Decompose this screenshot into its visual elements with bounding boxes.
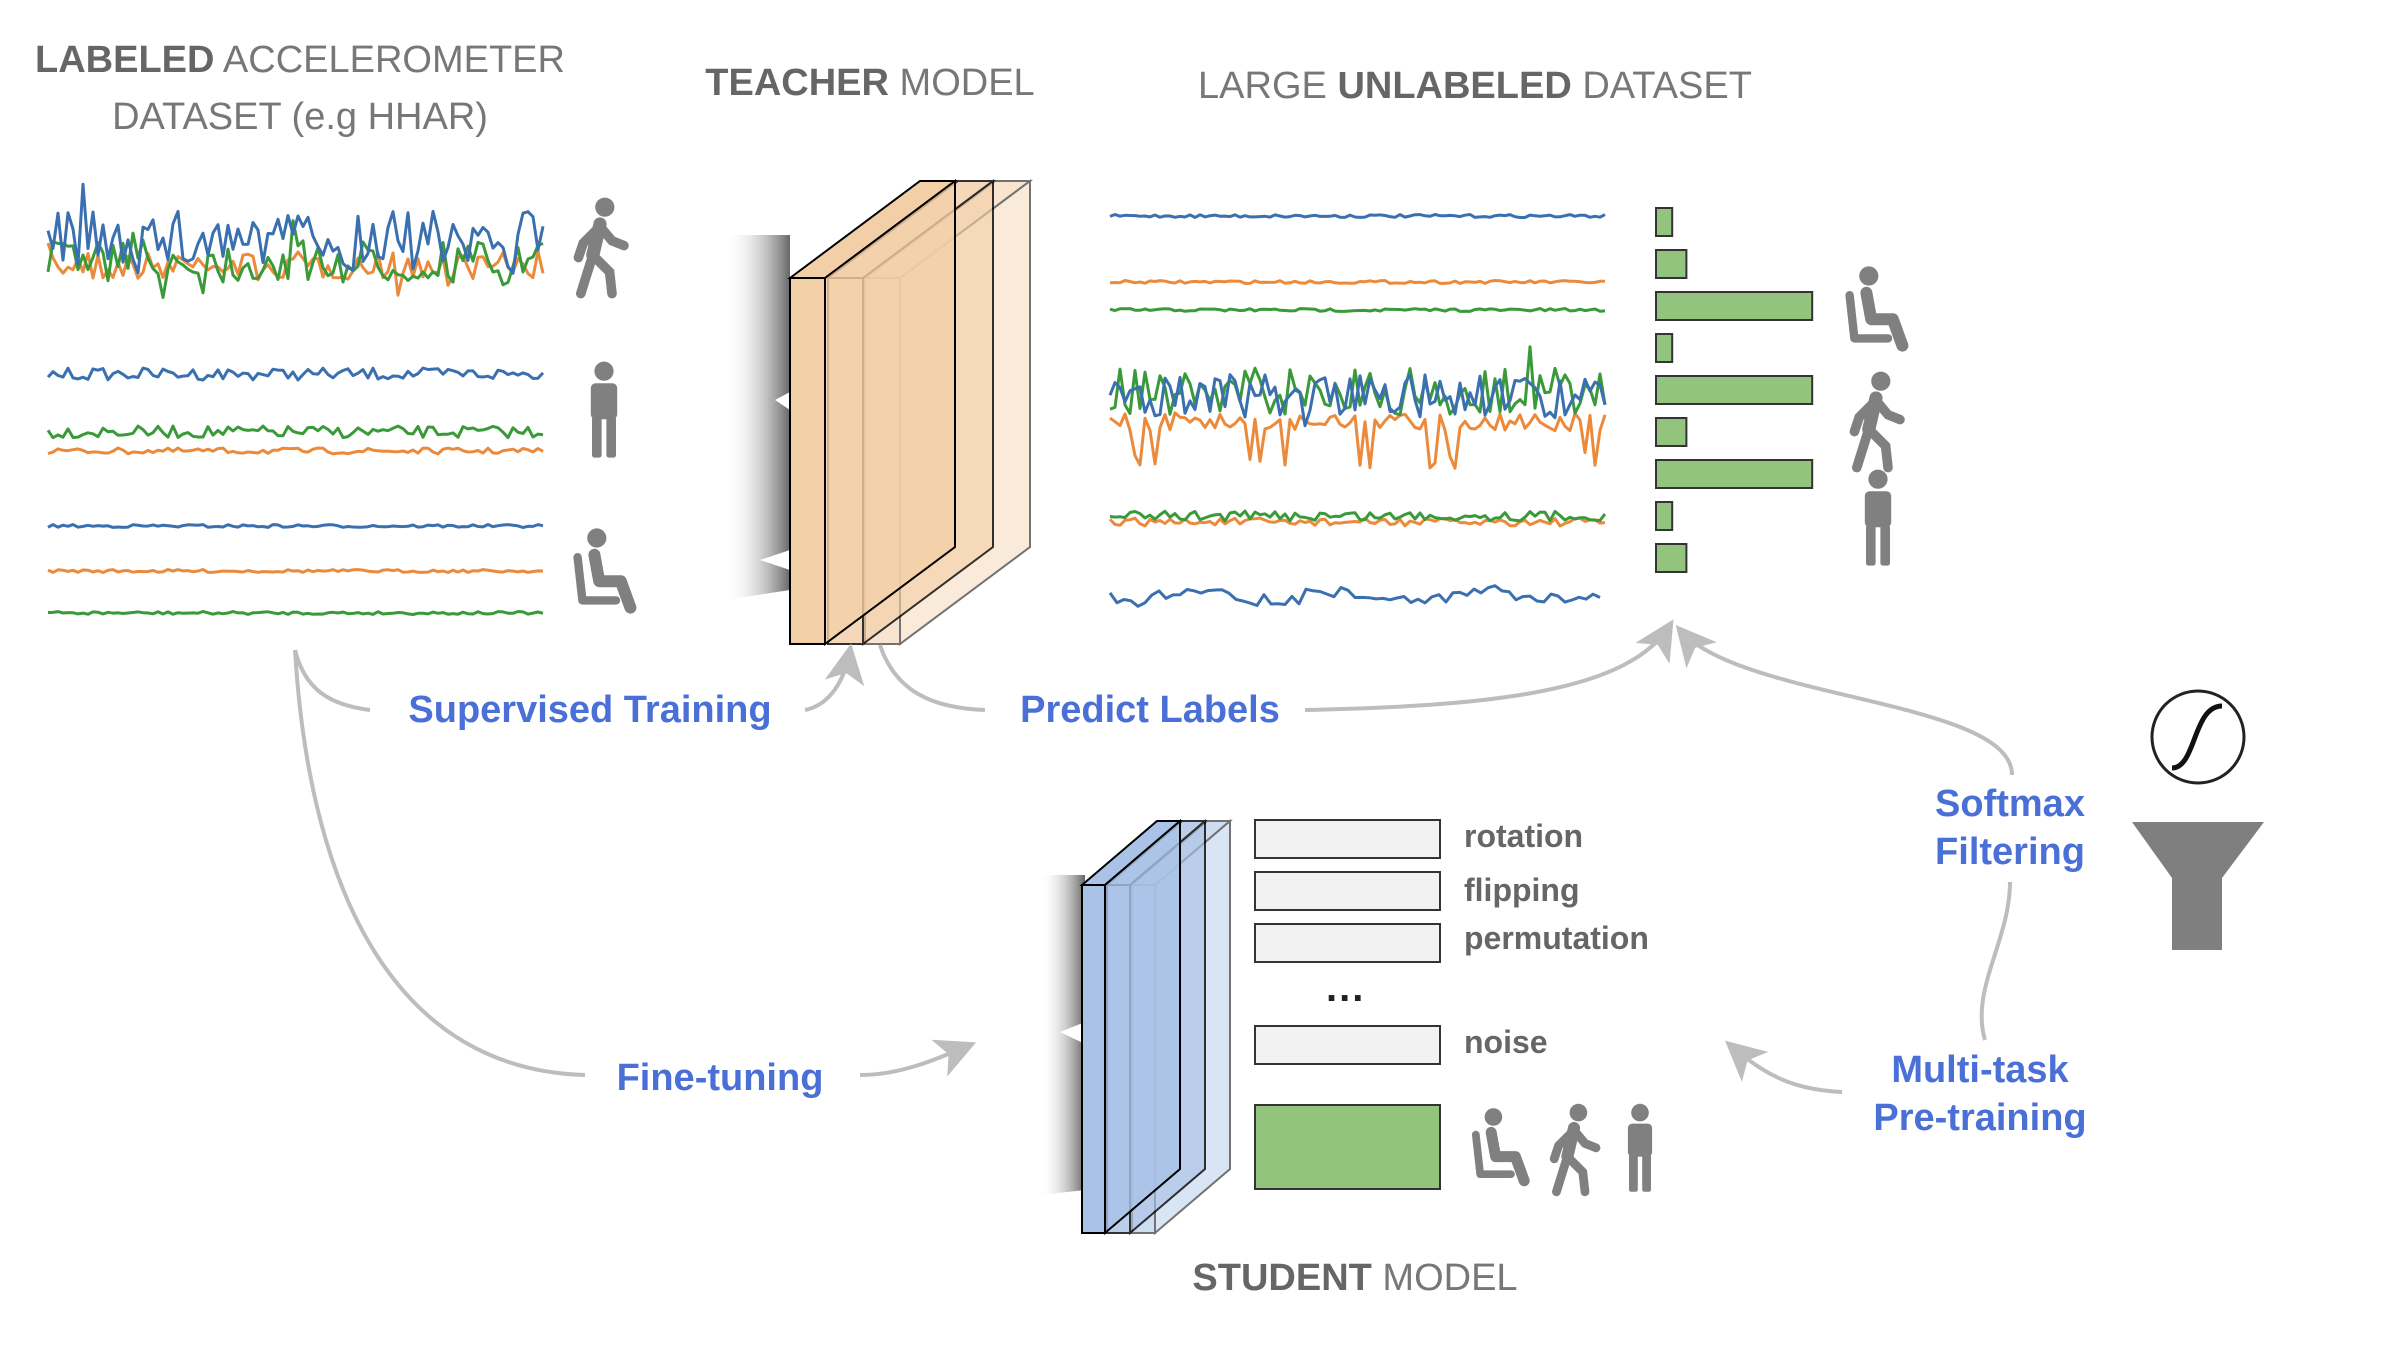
- sitting-icon: [1845, 266, 1909, 352]
- labeled-title-line2: DATASET (e.g HHAR): [112, 96, 488, 138]
- activity-icons: [573, 197, 1909, 1197]
- sitting-icon: [1471, 1108, 1530, 1187]
- walking-icon: [1849, 371, 1905, 473]
- multitask-line2: Pre-training: [1873, 1097, 2087, 1139]
- student-title-rest: MODEL: [1371, 1257, 1518, 1299]
- trace-sit-orange: [47, 568, 544, 574]
- trace-u3-orange: [1108, 516, 1606, 528]
- student-layer-3: [1079, 818, 1183, 1236]
- softmax-bar-9: [1655, 543, 1688, 573]
- teacher-model-title: TEACHER MODEL: [680, 55, 1060, 112]
- arrow-finetune-out: [859, 1039, 977, 1077]
- supervised-training-label: Supervised Training: [408, 689, 772, 731]
- teacher-shadow: [725, 235, 790, 600]
- softmax-bar-5: [1655, 375, 1814, 405]
- student-shadow: [1040, 875, 1085, 1195]
- arrow-supervised-in: [293, 649, 371, 712]
- unlabeled-title-post: DATASET: [1571, 65, 1752, 107]
- sigmoid-icon: [2150, 689, 2246, 785]
- trace-u4-blue: [1108, 584, 1601, 608]
- trace-sit-green: [47, 610, 544, 616]
- signal-traces: [46, 182, 1607, 616]
- student-title-bold: STUDENT: [1192, 1257, 1372, 1299]
- arrow-predict-in: [878, 644, 986, 712]
- trace-walk-blue: [46, 182, 545, 275]
- softmax-bar-7: [1655, 459, 1814, 489]
- task-label-noise: noise: [1464, 1024, 1548, 1060]
- softmax-filtering-label: Softmax Filtering: [1910, 780, 2110, 876]
- teacher-model: [725, 179, 1034, 646]
- task-label-rotation: rotation: [1464, 818, 1584, 854]
- trace-sit-blue: [47, 523, 544, 529]
- task-box-noise: [1254, 1025, 1441, 1065]
- softmax-bar-6: [1655, 417, 1688, 447]
- teacher-layer-3: [786, 179, 959, 646]
- standing-icon: [1627, 1103, 1653, 1192]
- softmax-line1: Softmax: [1935, 783, 2085, 825]
- trace-u1-green: [1109, 307, 1606, 313]
- arrow-filter-up: [1675, 624, 2014, 776]
- arrow-supervised-out: [804, 643, 865, 712]
- teacher-layers: [786, 179, 1034, 646]
- teacher-notch-bottom: [760, 550, 790, 570]
- task-box-flipping: [1254, 871, 1441, 911]
- task-label-flipping: flipping: [1464, 872, 1580, 908]
- fine-tuning-label: Fine-tuning: [616, 1057, 824, 1099]
- arrow-filter-down: [1979, 881, 2012, 1041]
- multitask-pretraining-label: Multi-task Pre-training: [1850, 1046, 2110, 1142]
- flow-arrows: [293, 619, 2014, 1094]
- trace-stand-green: [46, 424, 544, 440]
- task-boxes: [1254, 819, 1441, 1190]
- student-model: [1040, 818, 1233, 1236]
- softmax-bar-2: [1655, 249, 1688, 279]
- sitting-icon: [573, 528, 637, 614]
- predict-labels-label: Predict Labels: [1020, 689, 1280, 731]
- softmax-line2: Filtering: [1935, 831, 2085, 873]
- student-layers: [1079, 818, 1233, 1236]
- task-ellipsis: ...: [1326, 966, 1366, 1010]
- unlabeled-title-pre: LARGE: [1198, 65, 1338, 107]
- task-box-activity: [1254, 1104, 1441, 1190]
- softmax-bars: [1655, 207, 1814, 573]
- walking-icon: [573, 197, 629, 299]
- trace-stand-orange: [47, 446, 544, 456]
- student-model-title: STUDENT MODEL: [1160, 1250, 1550, 1307]
- student-notch: [1060, 1022, 1085, 1044]
- arrow-predict-out: [1304, 619, 1674, 712]
- walking-icon: [1549, 1103, 1601, 1197]
- trace-stand-blue: [46, 366, 545, 382]
- teacher-title-rest: MODEL: [888, 62, 1035, 104]
- task-label-permutation: permutation: [1464, 920, 1649, 956]
- arrow-pretrain: [1724, 1040, 1843, 1094]
- task-box-permutation: [1254, 923, 1441, 963]
- trace-u2-blue: [1108, 373, 1607, 428]
- unlabeled-title-bold: UNLABELED: [1337, 65, 1572, 107]
- teacher-notch-top: [775, 392, 790, 410]
- trace-u3-green: [1109, 509, 1607, 523]
- softmax-bar-4: [1655, 333, 1674, 363]
- teacher-title-bold: TEACHER: [705, 62, 889, 104]
- arrow-finetune-in: [293, 649, 586, 1077]
- softmax-bar-8: [1655, 501, 1674, 531]
- labeled-dataset-title: LABELED ACCELEROMETER DATASET (e.g HHAR): [10, 32, 590, 146]
- trace-u1-orange: [1109, 279, 1605, 285]
- standing-icon: [1864, 469, 1892, 566]
- labeled-title-rest: ACCELEROMETER: [214, 39, 565, 81]
- trace-u1-blue: [1109, 213, 1606, 219]
- task-box-rotation: [1254, 819, 1441, 859]
- funnel-icon: [2132, 822, 2264, 950]
- softmax-bar-1: [1655, 207, 1674, 237]
- unlabeled-dataset-title: LARGE UNLABELED DATASET: [1150, 58, 1800, 115]
- softmax-bar-3: [1655, 291, 1814, 321]
- multitask-line1: Multi-task: [1891, 1049, 2069, 1091]
- standing-icon: [590, 361, 618, 458]
- labeled-title-bold: LABELED: [35, 39, 215, 81]
- trace-u2-orange: [1109, 411, 1607, 470]
